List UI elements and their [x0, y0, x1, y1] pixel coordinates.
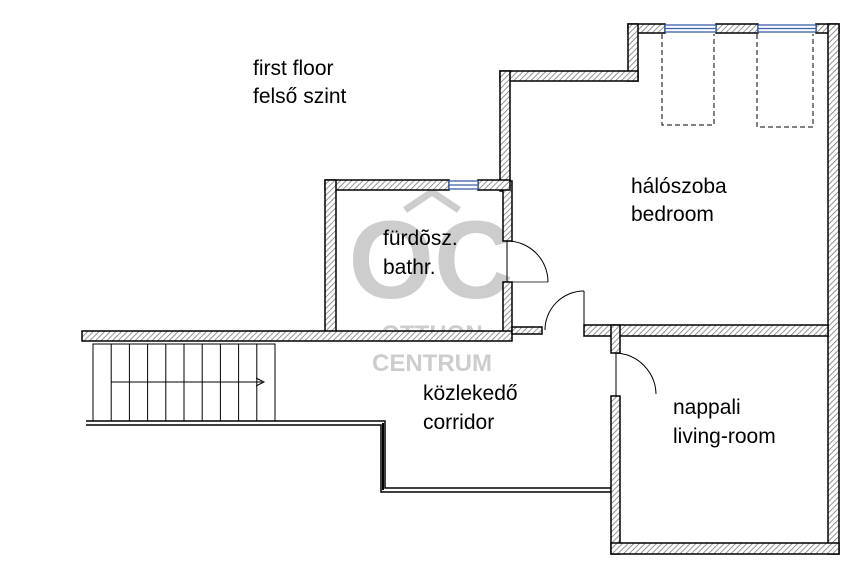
- bedroom-top-wall-middle: [715, 23, 759, 34]
- corridor-outline: [86, 420, 611, 493]
- bath-bedroom-wall-lower: [502, 281, 513, 335]
- watermark-roof-mark: [403, 187, 461, 213]
- doors: [506, 240, 657, 396]
- living-west-wall-lower: [610, 395, 621, 555]
- windows: [448, 24, 817, 190]
- corridor-south-wall: [86, 420, 611, 489]
- bedroom-west-wall-upper: [499, 70, 511, 192]
- bath-door-threshold-wall: [511, 326, 543, 335]
- bathroom-door-swing: [506, 240, 549, 283]
- corridor-label-en: corridor: [423, 411, 494, 434]
- bedroom-step-wall-horizontal: [499, 70, 639, 82]
- bedroom-living-partition: [583, 324, 829, 337]
- bath-west-wall: [324, 179, 337, 339]
- labels: first floor felső szint hálószoba bedroo…: [253, 57, 776, 448]
- corridor-south-wall-inner: [86, 424, 611, 493]
- plan-title-en: first floor: [253, 57, 334, 80]
- east-wall: [827, 23, 840, 555]
- watermark: OC OTTHON CENTRUM: [349, 187, 514, 377]
- living-room-label-hu: nappali: [673, 396, 741, 419]
- bathroom-label-hu: fürdõsz.: [383, 227, 458, 250]
- bath-top-wall-left: [324, 179, 450, 191]
- south-wall: [610, 542, 840, 555]
- bath-top-wall-right: [477, 179, 511, 191]
- corridor-label-hu: közlekedő: [423, 382, 518, 405]
- living-room-label-en: living-room: [673, 425, 776, 448]
- bedroom-label-en: bedroom: [631, 203, 714, 226]
- watermark-line2: CENTRUM: [372, 350, 492, 377]
- watermark-logo: OC: [349, 199, 514, 322]
- roof-windows: [661, 34, 814, 128]
- living-west-wall-upper: [610, 324, 621, 354]
- roof-window-2: [756, 34, 814, 128]
- staircase: [92, 343, 276, 422]
- bedroom-label-hu: hálószoba: [631, 175, 727, 198]
- living-door-swing: [615, 352, 657, 395]
- bedroom-door-swing: [544, 290, 585, 331]
- bathroom-label-en: bathr.: [383, 256, 436, 279]
- plan-title-hu: felső szint: [253, 85, 347, 108]
- roof-window-1: [661, 34, 715, 126]
- corridor-north-wall: [81, 330, 513, 342]
- stair-direction-arrow: [255, 377, 266, 387]
